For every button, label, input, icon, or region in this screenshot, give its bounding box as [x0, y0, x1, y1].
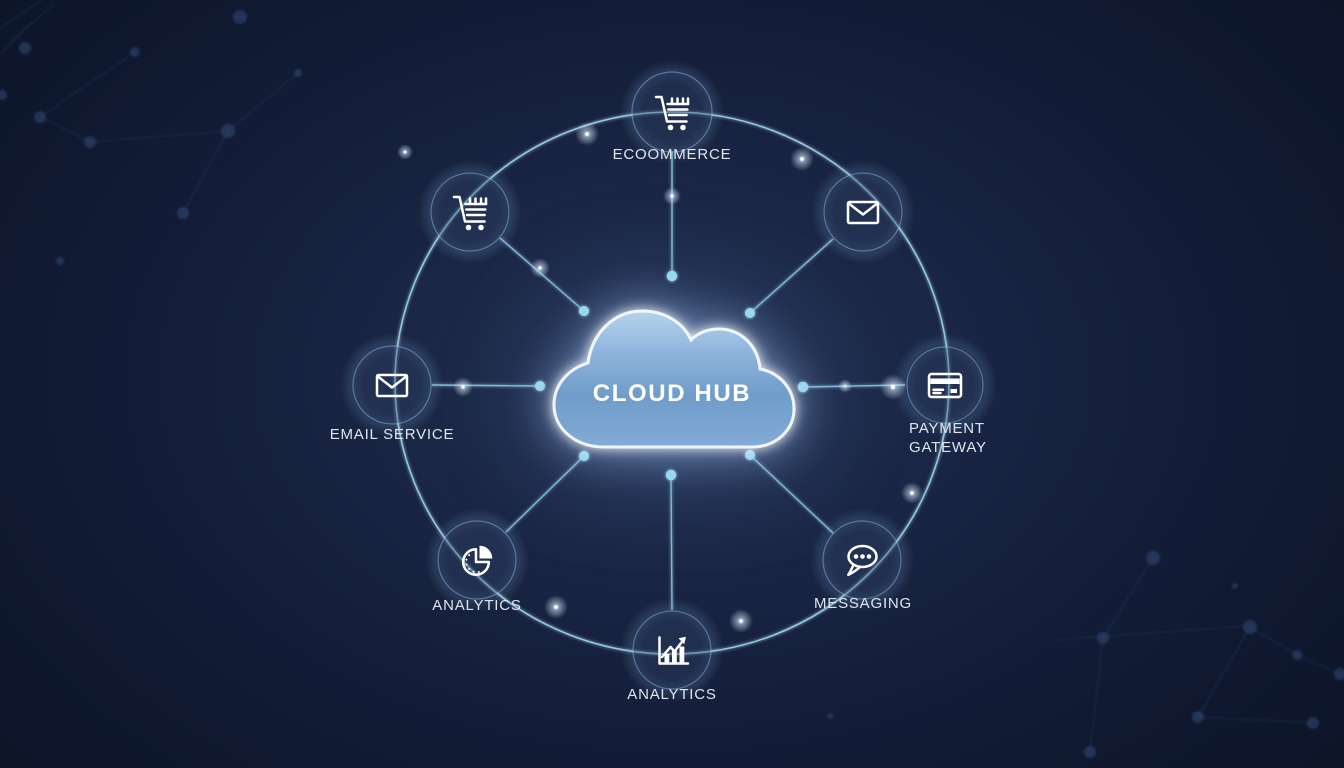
sparkle — [790, 147, 814, 171]
hub-title: CLOUD HUB — [593, 380, 751, 407]
pie-chart-icon — [461, 545, 493, 577]
node-label-email-service: EMAIL SERVICE — [330, 426, 455, 443]
connector-dot — [666, 270, 678, 282]
spoke-line — [505, 455, 585, 533]
sparkle — [544, 595, 568, 619]
connector-dot — [579, 306, 589, 316]
credit-card-icon — [927, 372, 963, 399]
shopping-cart-icon — [654, 95, 690, 131]
spoke-line — [670, 474, 673, 611]
spoke-line — [749, 454, 834, 534]
sparkle — [453, 377, 473, 397]
sparkle — [880, 374, 906, 400]
sparkles — [397, 122, 923, 633]
connector-dot — [579, 451, 589, 461]
spoke-line — [431, 384, 541, 387]
node-cart — [418, 160, 522, 264]
shopping-cart-icon — [452, 195, 488, 231]
node-ecommerce: ECOOMMERCE — [613, 60, 732, 164]
cloud-hub: CLOUD HUB — [552, 309, 796, 449]
bar-chart-icon — [658, 636, 690, 665]
envelope-icon — [375, 373, 409, 398]
hub-spokes — [431, 151, 906, 611]
sparkle — [575, 122, 599, 146]
chat-bubble-icon — [847, 544, 878, 577]
sparkle — [729, 609, 753, 633]
connector-dot — [797, 381, 809, 393]
node-mail — [811, 160, 915, 264]
node-label-ecommerce: ECOOMMERCE — [613, 146, 732, 163]
node-messaging: MESSAGING — [810, 508, 914, 612]
node-label-messaging: MESSAGING — [814, 595, 912, 612]
node-analytics-pie: ANALYTICS — [425, 508, 529, 614]
network-cluster-top-left — [0, 0, 302, 265]
connector-dot — [535, 381, 545, 391]
connector-dot — [665, 469, 677, 481]
node-analytics-bar: ANALYTICS — [620, 598, 724, 703]
node-email-service: EMAIL SERVICE — [330, 333, 455, 443]
sparkle — [901, 482, 923, 504]
sparkle — [397, 144, 413, 160]
network-cluster-bottom-right — [827, 551, 1344, 758]
sparkle — [838, 379, 852, 393]
envelope-icon — [846, 200, 880, 225]
node-label-analytics-pie: ANALYTICS — [432, 597, 521, 614]
node-label-gateway: GATEWAY — [909, 439, 987, 456]
spoke-line — [749, 238, 834, 314]
node-label-payment: PAYMENT — [909, 420, 985, 437]
sparkle — [530, 258, 550, 278]
connector-dots — [535, 270, 809, 481]
node-payment-gateway: PAYMENT GATEWAY — [893, 333, 997, 456]
sparkle — [663, 187, 681, 205]
connector-dot — [745, 308, 755, 318]
connector-dot — [745, 450, 755, 460]
cloud-icon — [552, 309, 796, 449]
node-label-analytics-bar: ANALYTICS — [627, 686, 716, 703]
